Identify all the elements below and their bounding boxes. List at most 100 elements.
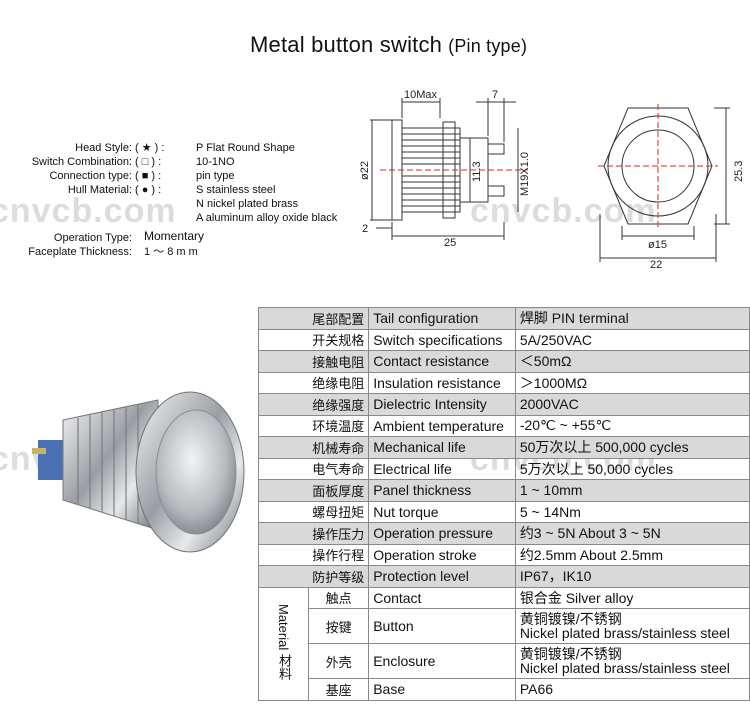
material-enclosure-value-zh: 黄铜镀镍/不锈钢	[519, 646, 622, 662]
dim-m19: M19X1.0	[519, 152, 531, 196]
title-sub: (Pin type)	[448, 36, 528, 56]
material-button-value-en: Nickel plated brass/stainless steel	[519, 625, 730, 641]
spec-hull-material-symbol: ( ● ) :	[135, 184, 162, 196]
row-cn: 环境温度	[257, 414, 370, 437]
row-en: Operation pressure	[368, 522, 516, 545]
row-en: Protection level	[368, 565, 516, 588]
row-cn: 开关规格	[257, 328, 370, 351]
spec-connection-type-label: Connection type:	[49, 170, 132, 182]
spec-hull-material-value-2: N nickel plated brass	[196, 198, 299, 210]
product-pin	[32, 448, 46, 454]
material-contact-value: 银合金 Silver alloy	[514, 586, 750, 609]
row-value: 约3 ~ 5N About 3 ~ 5N	[514, 522, 750, 545]
material-enclosure-en: Enclosure	[368, 643, 516, 679]
row-cn: 电气寿命	[257, 457, 370, 480]
row-value: 5万次以上 50,000 cycles	[514, 457, 750, 480]
row-value: 1 ~ 10mm	[514, 479, 750, 502]
spec-hull-material-value: S stainless steel	[196, 184, 276, 196]
side-thread-lines	[402, 133, 460, 207]
row-en: Electrical life	[368, 457, 516, 480]
row-cn: 绝缘强度	[257, 393, 370, 416]
spec-list: Head Style: ( ★ ) : P Flat Round Shape S…	[0, 142, 337, 262]
row-en: Panel thickness	[368, 479, 516, 502]
row-value: IP67，IK10	[514, 565, 750, 588]
row-value: ＜50mΩ	[514, 350, 750, 373]
table-row: Material 材料 触点 Contact 银合金 Silver alloy	[257, 586, 750, 701]
row-value: 2000VAC	[514, 393, 750, 416]
page-title: Metal button switch(Pin type)	[250, 32, 527, 58]
product-terminal-base	[38, 440, 66, 480]
spec-hull-material-label: Hull Material:	[67, 184, 132, 196]
material-base-en: Base	[368, 678, 516, 701]
centerlines	[380, 104, 718, 228]
dim-11-3: 11.3	[471, 161, 483, 182]
row-value: ＞1000MΩ	[514, 371, 750, 394]
dim-2: 2	[362, 223, 368, 235]
spec-connection-type-value: pin type	[196, 170, 235, 182]
material-label-cell: Material 材料	[257, 586, 310, 701]
side-terminal-bottom	[487, 185, 505, 197]
spec-operation-type-label: Operation Type:	[53, 232, 132, 244]
dim-25: 25	[444, 237, 456, 249]
material-button-cn: 按键	[308, 608, 370, 644]
material-button-value-zh: 黄铜镀镍/不锈钢	[519, 611, 622, 627]
row-en: Operation stroke	[368, 543, 516, 566]
material-button-en: Button	[368, 608, 516, 644]
spec-hull-material-value-3: A aluminum alloy oxide black	[196, 212, 338, 224]
row-en: Nut torque	[368, 500, 516, 523]
spec-operation-type-value: Momentary	[144, 229, 205, 243]
row-value: 约2.5mm About 2.5mm	[514, 543, 750, 566]
material-contact-cn: 触点	[308, 586, 370, 609]
material-enclosure-cn: 外壳	[308, 643, 370, 679]
dim-d15: ø15	[648, 239, 667, 251]
row-cn: 防护等级	[257, 565, 370, 588]
row-cn: 面板厚度	[257, 479, 370, 502]
row-en: Tail configuration	[368, 307, 516, 330]
dim-22: 22	[650, 259, 662, 271]
row-cn: 尾部配置	[257, 307, 370, 330]
row-cn: 机械寿命	[257, 436, 370, 459]
row-value: 5 ~ 14Nm	[514, 500, 750, 523]
row-cn: 操作压力	[257, 522, 370, 545]
spec-switch-combination-value: 10-1NO	[196, 156, 235, 168]
row-en: Switch specifications	[368, 328, 516, 351]
row-en: Contact resistance	[368, 350, 516, 373]
row-cn: 绝缘电阻	[257, 371, 370, 394]
technical-drawing: 10Max 7 ø22 11.3 M19X1.0 2 25 25.3 ø15 2…	[359, 89, 745, 271]
side-terminal-top	[487, 143, 505, 155]
row-cn: 螺母扭矩	[257, 500, 370, 523]
watermark-left: cnvcb.com	[0, 192, 177, 230]
watermark-center: cnvcb.com	[470, 192, 657, 230]
row-cn: 接触电阻	[257, 350, 370, 373]
spec-connection-type-symbol: ( ■ ) :	[135, 170, 162, 182]
product-thread-lines	[77, 405, 139, 523]
spec-switch-combination-label: Switch Combination:	[31, 156, 132, 168]
spec-head-style-value: P Flat Round Shape	[196, 142, 295, 154]
row-en: Dielectric Intensity	[368, 393, 516, 416]
material-label: Material 材料	[276, 604, 291, 680]
material-base-cn: 基座	[308, 678, 370, 701]
material-enclosure-value-en: Nickel plated brass/stainless steel	[519, 660, 730, 676]
material-label-en: Material	[276, 604, 292, 651]
row-value: -20℃ ~ +55℃	[514, 414, 750, 437]
material-label-zh: 材料	[276, 653, 292, 680]
dim-d22: ø22	[359, 161, 371, 180]
row-value: 焊脚 PIN terminal	[514, 307, 750, 330]
dim-7: 7	[492, 89, 498, 101]
row-en: Insulation resistance	[368, 371, 516, 394]
dim-10max: 10Max	[404, 89, 438, 101]
